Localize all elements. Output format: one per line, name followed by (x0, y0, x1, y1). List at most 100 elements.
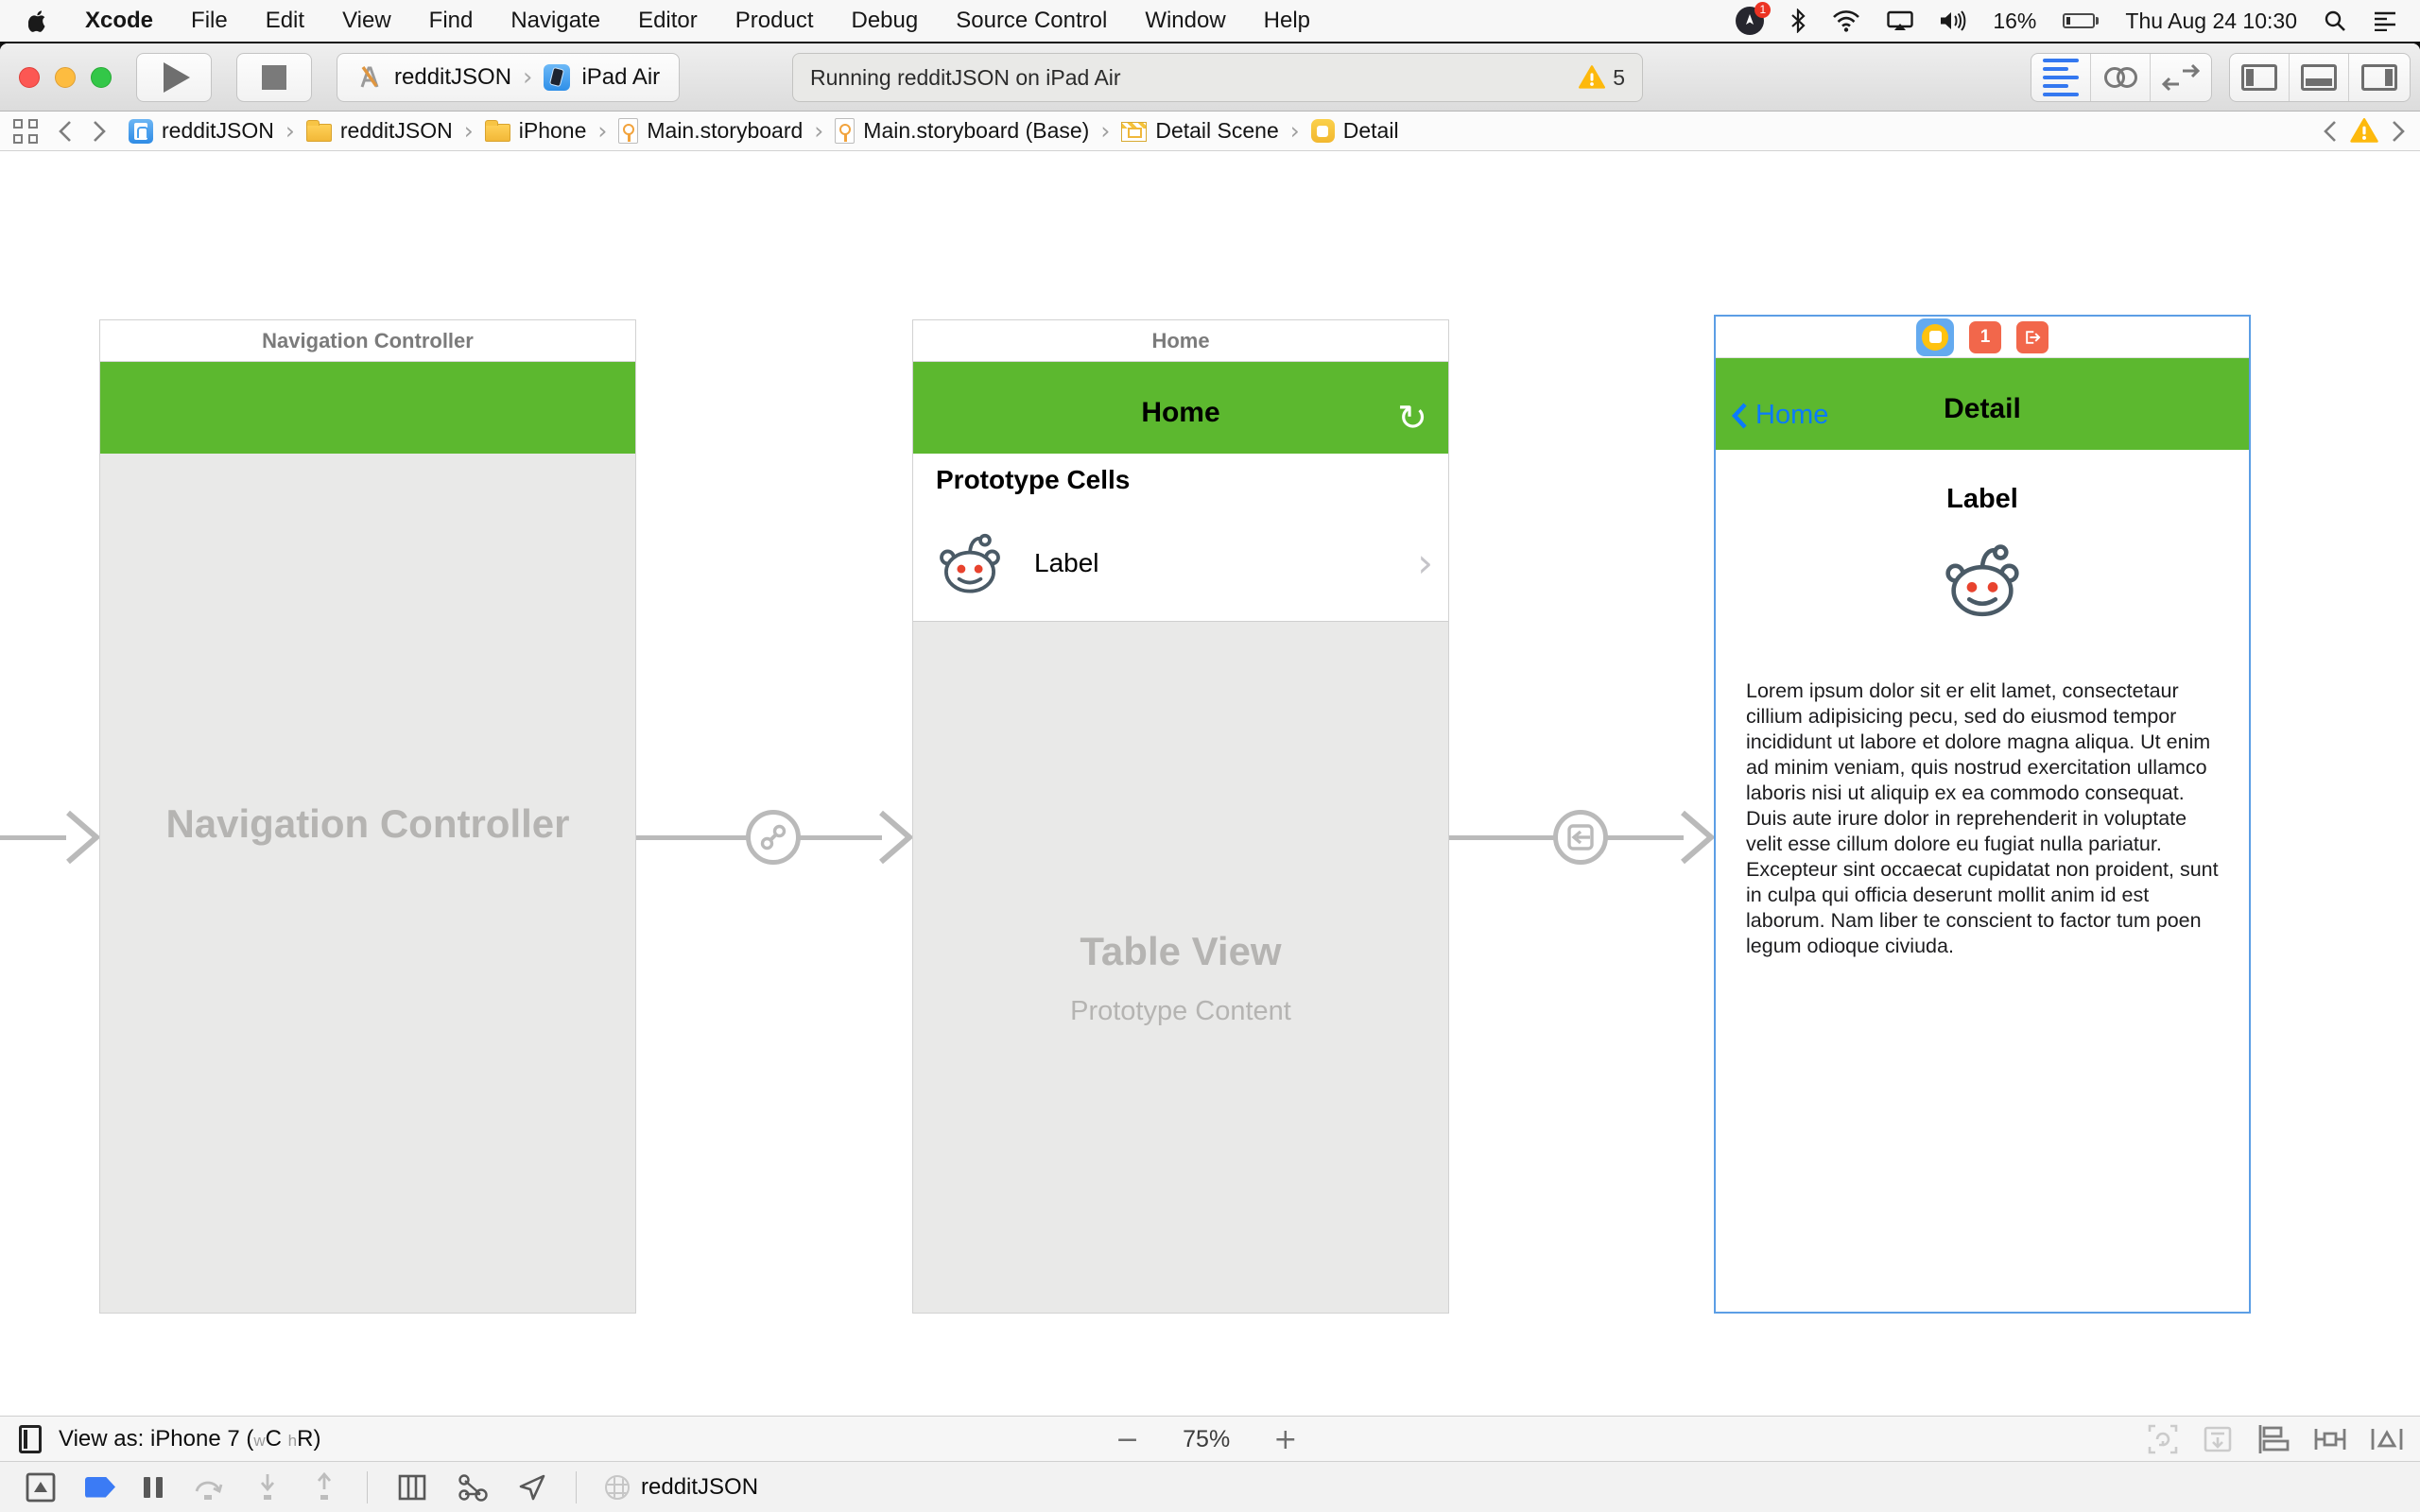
debug-area-toggle-icon[interactable] (25, 1471, 57, 1503)
cell-label[interactable]: Label (1034, 548, 1099, 577)
breadcrumb-group-iphone[interactable]: iPhone (484, 118, 586, 144)
detail-label[interactable]: Label (1946, 484, 2018, 514)
memory-graph-icon[interactable] (457, 1472, 489, 1503)
reddit-snoo-icon[interactable] (934, 527, 1006, 599)
close-button[interactable] (19, 66, 40, 88)
table-view-prototype-section[interactable]: Prototype Cells Lab (913, 454, 1448, 622)
show-segue-icon[interactable] (1553, 810, 1608, 865)
menu-window[interactable]: Window (1145, 8, 1226, 33)
zoom-out-button[interactable]: − (1115, 1422, 1140, 1456)
warning-icon[interactable] (2350, 118, 2378, 144)
table-view-cell[interactable]: Label › (913, 510, 1448, 616)
reddit-snoo-icon[interactable] (1939, 537, 2026, 624)
detail-body[interactable]: Label Lorem ipsum dolor sit er elit lame… (1716, 450, 2249, 1312)
back-button[interactable]: Home (1731, 400, 1828, 431)
add-constraints-icon[interactable] (2312, 1423, 2348, 1455)
scene-dock-title[interactable]: Navigation Controller (262, 328, 474, 352)
menu-product[interactable]: Product (735, 8, 814, 33)
initial-vc-arrow-line[interactable] (0, 834, 66, 840)
next-issue-button[interactable] (2392, 120, 2405, 143)
breadcrumb-project[interactable]: redditJSON (129, 118, 274, 144)
debug-process-selector[interactable]: redditJSON (605, 1474, 758, 1501)
assistant-editor-button[interactable] (2091, 54, 2151, 101)
scene-dock[interactable]: Navigation Controller (100, 320, 635, 362)
minimize-button[interactable] (55, 66, 76, 88)
zoom-in-button[interactable]: + (1273, 1422, 1298, 1456)
menu-source-control[interactable]: Source Control (956, 8, 1108, 33)
run-button[interactable] (136, 52, 212, 102)
first-responder-dock-icon[interactable]: 1 (1969, 320, 2001, 353)
exit-dock-icon[interactable] (2016, 320, 2048, 353)
scheme-selector[interactable]: redditJSON › iPad Air (337, 52, 681, 102)
menu-find[interactable]: Find (428, 8, 474, 33)
inspector-panel-button[interactable] (2349, 54, 2409, 101)
menu-bar-clock[interactable]: Thu Aug 24 10:30 (2125, 8, 2297, 33)
scene-dock[interactable]: Home (913, 320, 1448, 362)
wifi-icon[interactable] (1832, 9, 1860, 32)
breadcrumb-group-redditjson[interactable]: redditJSON (305, 118, 453, 144)
bluetooth-icon[interactable] (1790, 9, 1806, 33)
navigation-controller-scene[interactable]: Navigation Controller Navigation Control… (99, 319, 636, 1314)
warning-issues-button[interactable]: 5 (1579, 65, 1625, 91)
view-as-button[interactable]: View as: iPhone 7 (wC hR) (19, 1417, 320, 1462)
battery-icon[interactable] (2063, 13, 2100, 28)
relationship-segue-arrowhead[interactable] (873, 807, 915, 868)
breadcrumb-detail-scene[interactable]: Detail Scene (1121, 118, 1279, 144)
show-segue-arrowhead[interactable] (1675, 807, 1717, 868)
view-controller-dock-icon[interactable] (1916, 318, 1954, 356)
menu-help[interactable]: Help (1263, 8, 1311, 33)
view-debugger-icon[interactable] (396, 1472, 428, 1503)
nav-bar-title[interactable]: Detail (1944, 393, 2021, 424)
activity-viewer[interactable]: Running redditJSON on iPad Air 5 (792, 53, 1643, 102)
simulate-location-icon[interactable] (517, 1472, 547, 1503)
scene-dock-title[interactable]: Home (1151, 328, 1210, 352)
breadcrumb-detail-vc[interactable]: Detail (1310, 118, 1399, 144)
menu-debug[interactable]: Debug (851, 8, 919, 33)
resolve-autolayout-issues-icon[interactable] (2369, 1423, 2405, 1455)
navigation-bar[interactable] (100, 362, 635, 454)
related-items-icon[interactable] (13, 118, 38, 144)
breakpoints-toggle-icon[interactable] (85, 1476, 115, 1498)
breadcrumb-storyboard[interactable]: Main.storyboard (618, 118, 803, 144)
version-editor-button[interactable] (2151, 54, 2210, 101)
volume-icon[interactable] (1940, 10, 1966, 31)
fullscreen-button[interactable] (91, 66, 112, 88)
menu-xcode[interactable]: Xcode (85, 8, 154, 33)
detail-text-view[interactable]: Lorem ipsum dolor sit er elit lamet, con… (1746, 679, 2219, 957)
notification-center-icon[interactable] (2373, 10, 2397, 31)
align-icon[interactable] (2256, 1423, 2291, 1455)
display-mirroring-icon[interactable] (1887, 10, 1914, 31)
zoom-level[interactable]: 75% (1183, 1425, 1231, 1452)
debug-area-panel-button[interactable] (2290, 54, 2349, 101)
nav-bar-title[interactable]: Home (1141, 397, 1220, 428)
forward-chevron-icon[interactable] (93, 120, 106, 143)
menu-edit[interactable]: Edit (265, 8, 305, 33)
standard-editor-button[interactable] (2031, 54, 2091, 101)
navigation-controller-body[interactable]: Navigation Controller (100, 454, 635, 1313)
storyboard-canvas[interactable]: Navigation Controller Navigation Control… (0, 151, 2420, 1418)
stop-button[interactable] (236, 52, 312, 102)
pause-execution-icon[interactable] (144, 1476, 163, 1498)
breadcrumb-storyboard-base[interactable]: Main.storyboard (Base) (835, 118, 1089, 144)
navigator-panel-button[interactable] (2230, 54, 2290, 101)
relationship-segue-icon[interactable] (746, 810, 801, 865)
home-scene[interactable]: Home Home ↻ Prototype Cells (912, 319, 1449, 1314)
notification-app-icon[interactable]: 1 (1736, 2, 1772, 35)
navigation-bar[interactable]: Home Detail (1716, 358, 2249, 450)
update-frames-icon (2148, 1424, 2178, 1454)
table-view-body[interactable]: Table View Prototype Content (913, 622, 1448, 1313)
back-chevron-icon[interactable] (59, 120, 72, 143)
back-button-label: Home (1755, 400, 1829, 430)
menu-navigate[interactable]: Navigate (510, 8, 601, 33)
initial-vc-arrowhead[interactable] (60, 807, 102, 868)
refresh-bar-button[interactable]: ↻ (1397, 397, 1427, 438)
navigation-bar[interactable]: Home ↻ (913, 362, 1448, 454)
prototype-cells-header[interactable]: Prototype Cells (936, 465, 1131, 494)
menu-view[interactable]: View (342, 8, 391, 33)
apple-menu-icon[interactable] (28, 9, 47, 32)
previous-issue-button[interactable] (2324, 120, 2337, 143)
menu-file[interactable]: File (191, 8, 228, 33)
detail-scene[interactable]: 1 Home Detail Label (1714, 315, 2251, 1314)
spotlight-icon[interactable] (2324, 9, 2346, 32)
menu-editor[interactable]: Editor (638, 8, 698, 33)
